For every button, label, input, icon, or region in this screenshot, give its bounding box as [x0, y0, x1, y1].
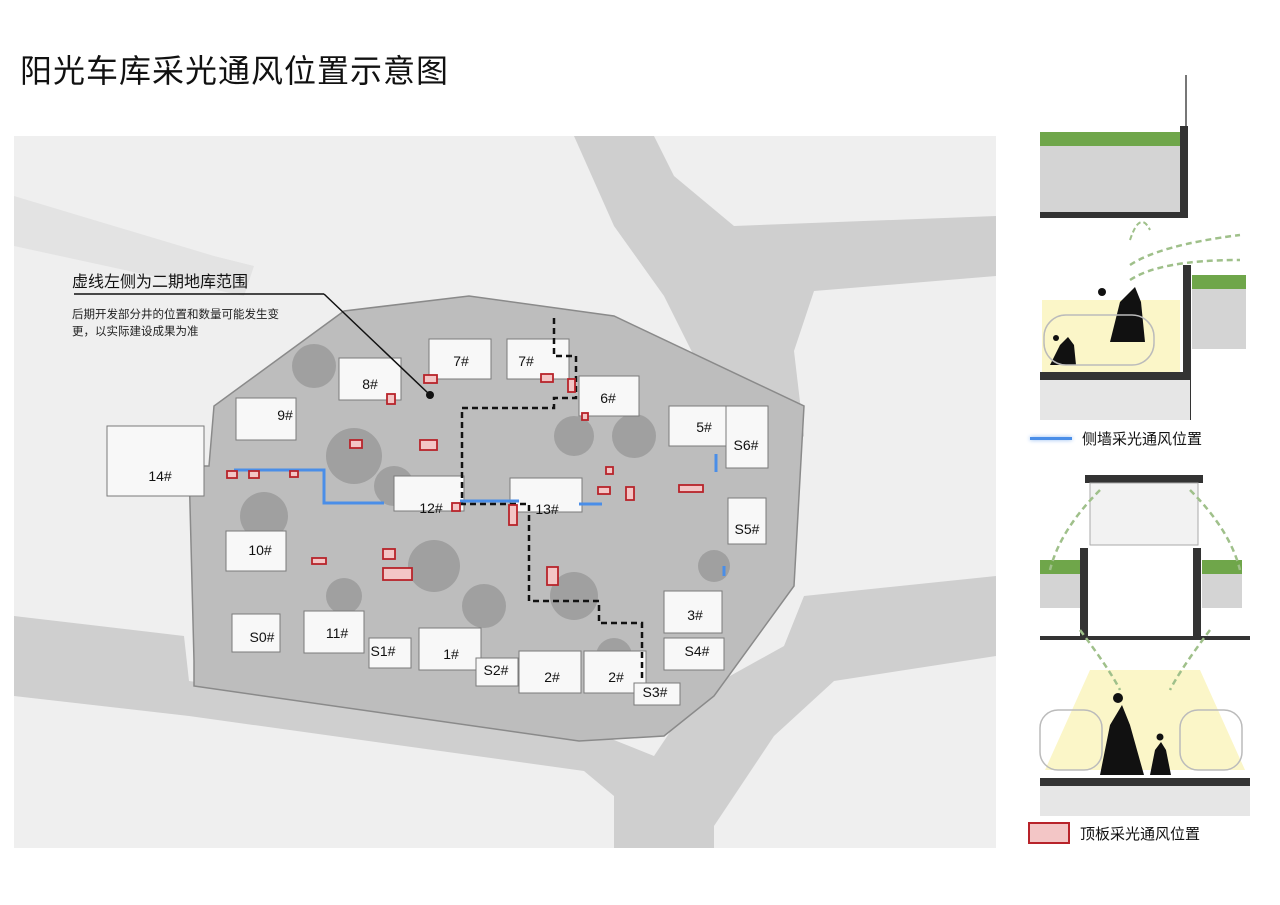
site-plan-svg: [14, 136, 996, 848]
roof-slab-vents: [226, 373, 704, 586]
legend-side-wall-label: 侧墙采光通风位置: [1082, 430, 1203, 448]
note-title: 虚线左侧为二期地库范围: [72, 272, 249, 291]
site-plan-map[interactable]: 虚线左侧为二期地库范围 后期开发部分井的位置和数量可能发生变更，以实际建设成果为…: [14, 136, 996, 848]
note-body: 后期开发部分井的位置和数量可能发生变更，以实际建设成果为准: [72, 307, 279, 338]
legend-roof-slab-label: 顶板采光通风位置: [1080, 824, 1201, 843]
building-footprints: [106, 338, 769, 706]
roof-slab-section: [1039, 475, 1250, 816]
section-diagrams-svg: [1039, 75, 1250, 816]
section-diagrams: [1030, 70, 1270, 850]
legend-side-wall: 侧墙采光通风位置: [1030, 428, 1202, 449]
callout-leader: [74, 293, 434, 399]
roads: [14, 136, 996, 848]
phase-two-boundary-line: [460, 318, 644, 681]
roof-slab-swatch: [1028, 822, 1070, 844]
side-wall-section: [1040, 75, 1246, 420]
side-wall-swatch: [1030, 437, 1072, 440]
legend-roof-slab: 顶板采光通风位置: [1028, 822, 1200, 844]
page-title: 阳光车库采光通风位置示意图: [20, 52, 450, 90]
side-wall-vent-lines: [234, 454, 726, 576]
